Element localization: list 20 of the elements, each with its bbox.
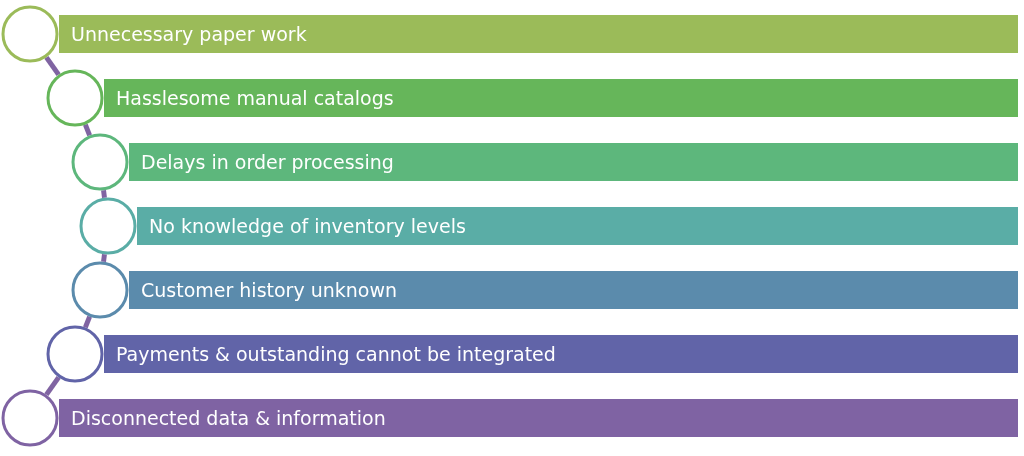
bullet-circle [79,197,137,255]
list-bar: Delays in order processing [129,143,1018,181]
list-bar: Hasslesome manual catalogs [104,79,1018,117]
list-bar: Payments & outstanding cannot be integrated [104,335,1018,373]
bullet-circle [71,133,129,191]
bullet-circle [1,389,59,447]
connector-line [101,253,107,263]
connector-line [83,123,92,137]
connector-line [44,55,61,77]
bullet-circle [1,5,59,63]
connector-line [83,315,92,329]
bullet-circle [46,69,104,127]
bullet-circle [71,261,129,319]
list-bar: No knowledge of inventory levels [137,207,1018,245]
bullet-circle [46,325,104,383]
connector-line [101,189,107,199]
connector-line [44,375,61,397]
list-bar: Customer history unknown [129,271,1018,309]
list-bar: Unnecessary paper work [59,15,1018,53]
list-bar: Disconnected data & information [59,399,1018,437]
